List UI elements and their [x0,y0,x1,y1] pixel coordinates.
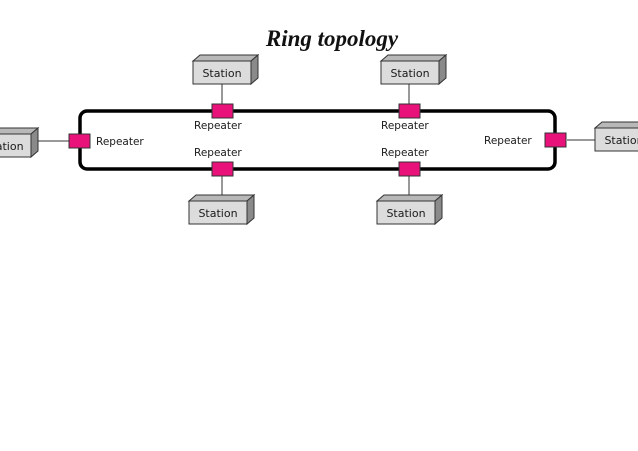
repeater-label: Repeater [484,135,532,147]
station-box-left: Station [0,126,40,159]
repeater-label: Repeater [194,147,242,159]
repeater-label: Repeater [381,147,429,159]
repeater-node-left [68,133,91,149]
repeater-node-right [544,132,567,148]
station-label: Station [390,67,429,80]
repeater-node-bottom-left [211,161,234,177]
station-label: Station [198,207,237,220]
repeater-label: Repeater [194,120,242,132]
diagram-title: Ring topology [265,26,399,51]
station-box-right: Station [593,121,638,152]
station-label: Station [604,134,638,147]
repeater-node-top-right [398,103,421,119]
station-box-bottom-right: Station [375,193,444,226]
repeater-node-top-left [211,103,234,119]
repeater-label: Repeater [96,136,144,148]
repeater-label: Repeater [381,120,429,132]
station-box-bottom-left: Station [187,193,256,226]
repeater-node-bottom-right [398,161,421,177]
station-box-top-left: Station [191,53,260,86]
station-box-top-right: Station [379,53,448,86]
station-label: Station [386,207,425,220]
station-label: Station [202,67,241,80]
station-label: Station [0,140,24,153]
